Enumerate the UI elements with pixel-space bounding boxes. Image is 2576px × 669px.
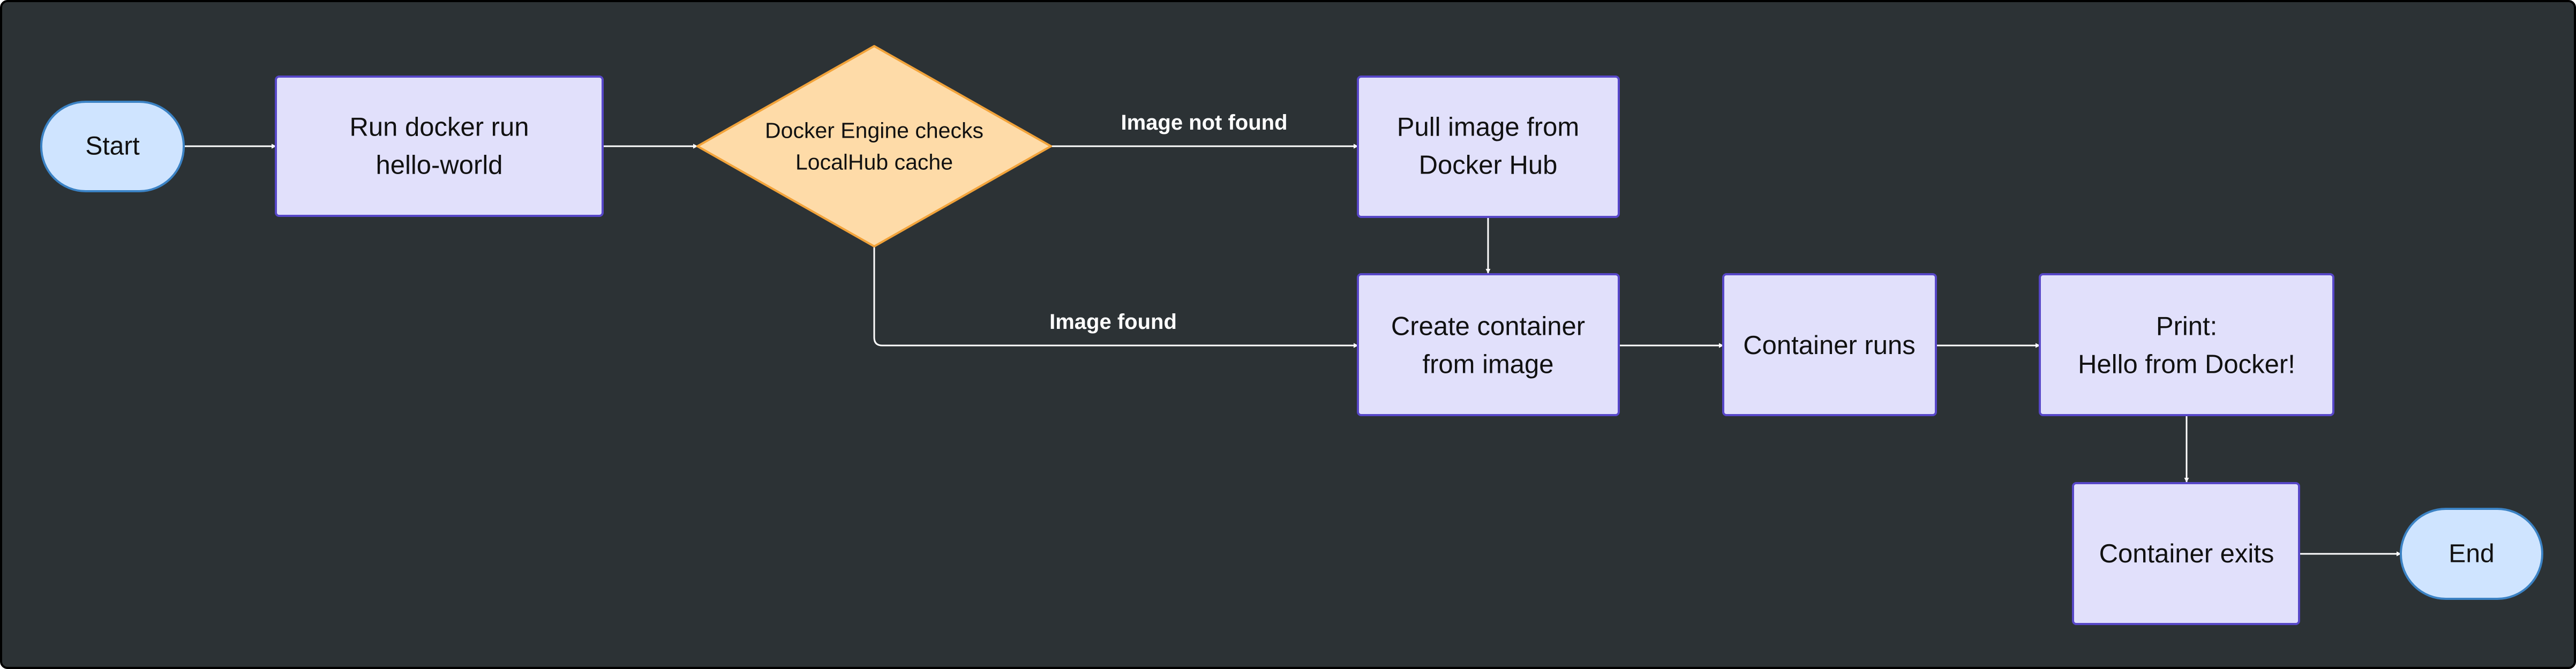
print-text-line: Hello from Docker!	[2078, 350, 2295, 379]
start-terminal-text: Start	[85, 132, 139, 161]
print-text-line: Print:	[2156, 312, 2217, 341]
cache-check-shape	[696, 45, 1052, 247]
end-terminal-shape	[2400, 508, 2543, 600]
pull-text-line: Docker Hub	[1419, 151, 1558, 180]
container-exits-text: Container exits	[2099, 539, 2274, 568]
start-terminal[interactable]: Start	[40, 101, 185, 192]
print-output-shape	[2039, 273, 2334, 416]
run-command-text: Run docker run hello-world	[349, 113, 529, 180]
container-exits-step[interactable]: Container exits	[2072, 482, 2300, 625]
exits-text-line: Container exits	[2099, 539, 2274, 568]
container-runs-step[interactable]: Container runs	[1722, 273, 1937, 416]
container-runs-text: Container runs	[1743, 331, 1915, 360]
create-container-step[interactable]: Create container from image	[1357, 273, 1620, 416]
check-text-line: Docker Engine checks	[765, 118, 983, 142]
run-text-line: hello-world	[376, 151, 503, 180]
print-output-step[interactable]: Print: Hello from Docker!	[2039, 273, 2334, 416]
nodes: Start Run docker run hello-world Docker E…	[40, 45, 2543, 625]
container-exits-shape	[2072, 482, 2300, 625]
pull-image-shape	[1357, 76, 1620, 218]
edges	[184, 144, 2401, 557]
end-terminal-text: End	[2449, 540, 2494, 568]
start-terminal-shape	[40, 101, 185, 192]
end-text-line: End	[2449, 540, 2494, 568]
pull-text-line: Pull image from	[1397, 113, 1579, 142]
end-terminal[interactable]: End	[2400, 508, 2543, 600]
edge-check-to-create	[873, 246, 1358, 348]
create-text-line: from image	[1422, 350, 1553, 379]
run-text-line: Run docker run	[349, 113, 529, 142]
create-container-text: Create container from image	[1391, 312, 1585, 379]
create-text-line: Create container	[1391, 312, 1585, 341]
runs-text-line: Container runs	[1743, 331, 1915, 360]
create-container-shape	[1357, 273, 1620, 416]
run-command-shape	[275, 76, 604, 217]
start-text-line: Start	[85, 132, 139, 161]
edge-label-image-not-found: Image not found	[1121, 111, 1287, 134]
edge-label-image-found: Image found	[1049, 310, 1177, 334]
container-runs-shape	[1722, 273, 1937, 416]
run-command-step[interactable]: Run docker run hello-world	[275, 76, 604, 217]
print-output-text: Print: Hello from Docker!	[2078, 312, 2295, 379]
check-text-line: LocalHub cache	[795, 150, 953, 175]
